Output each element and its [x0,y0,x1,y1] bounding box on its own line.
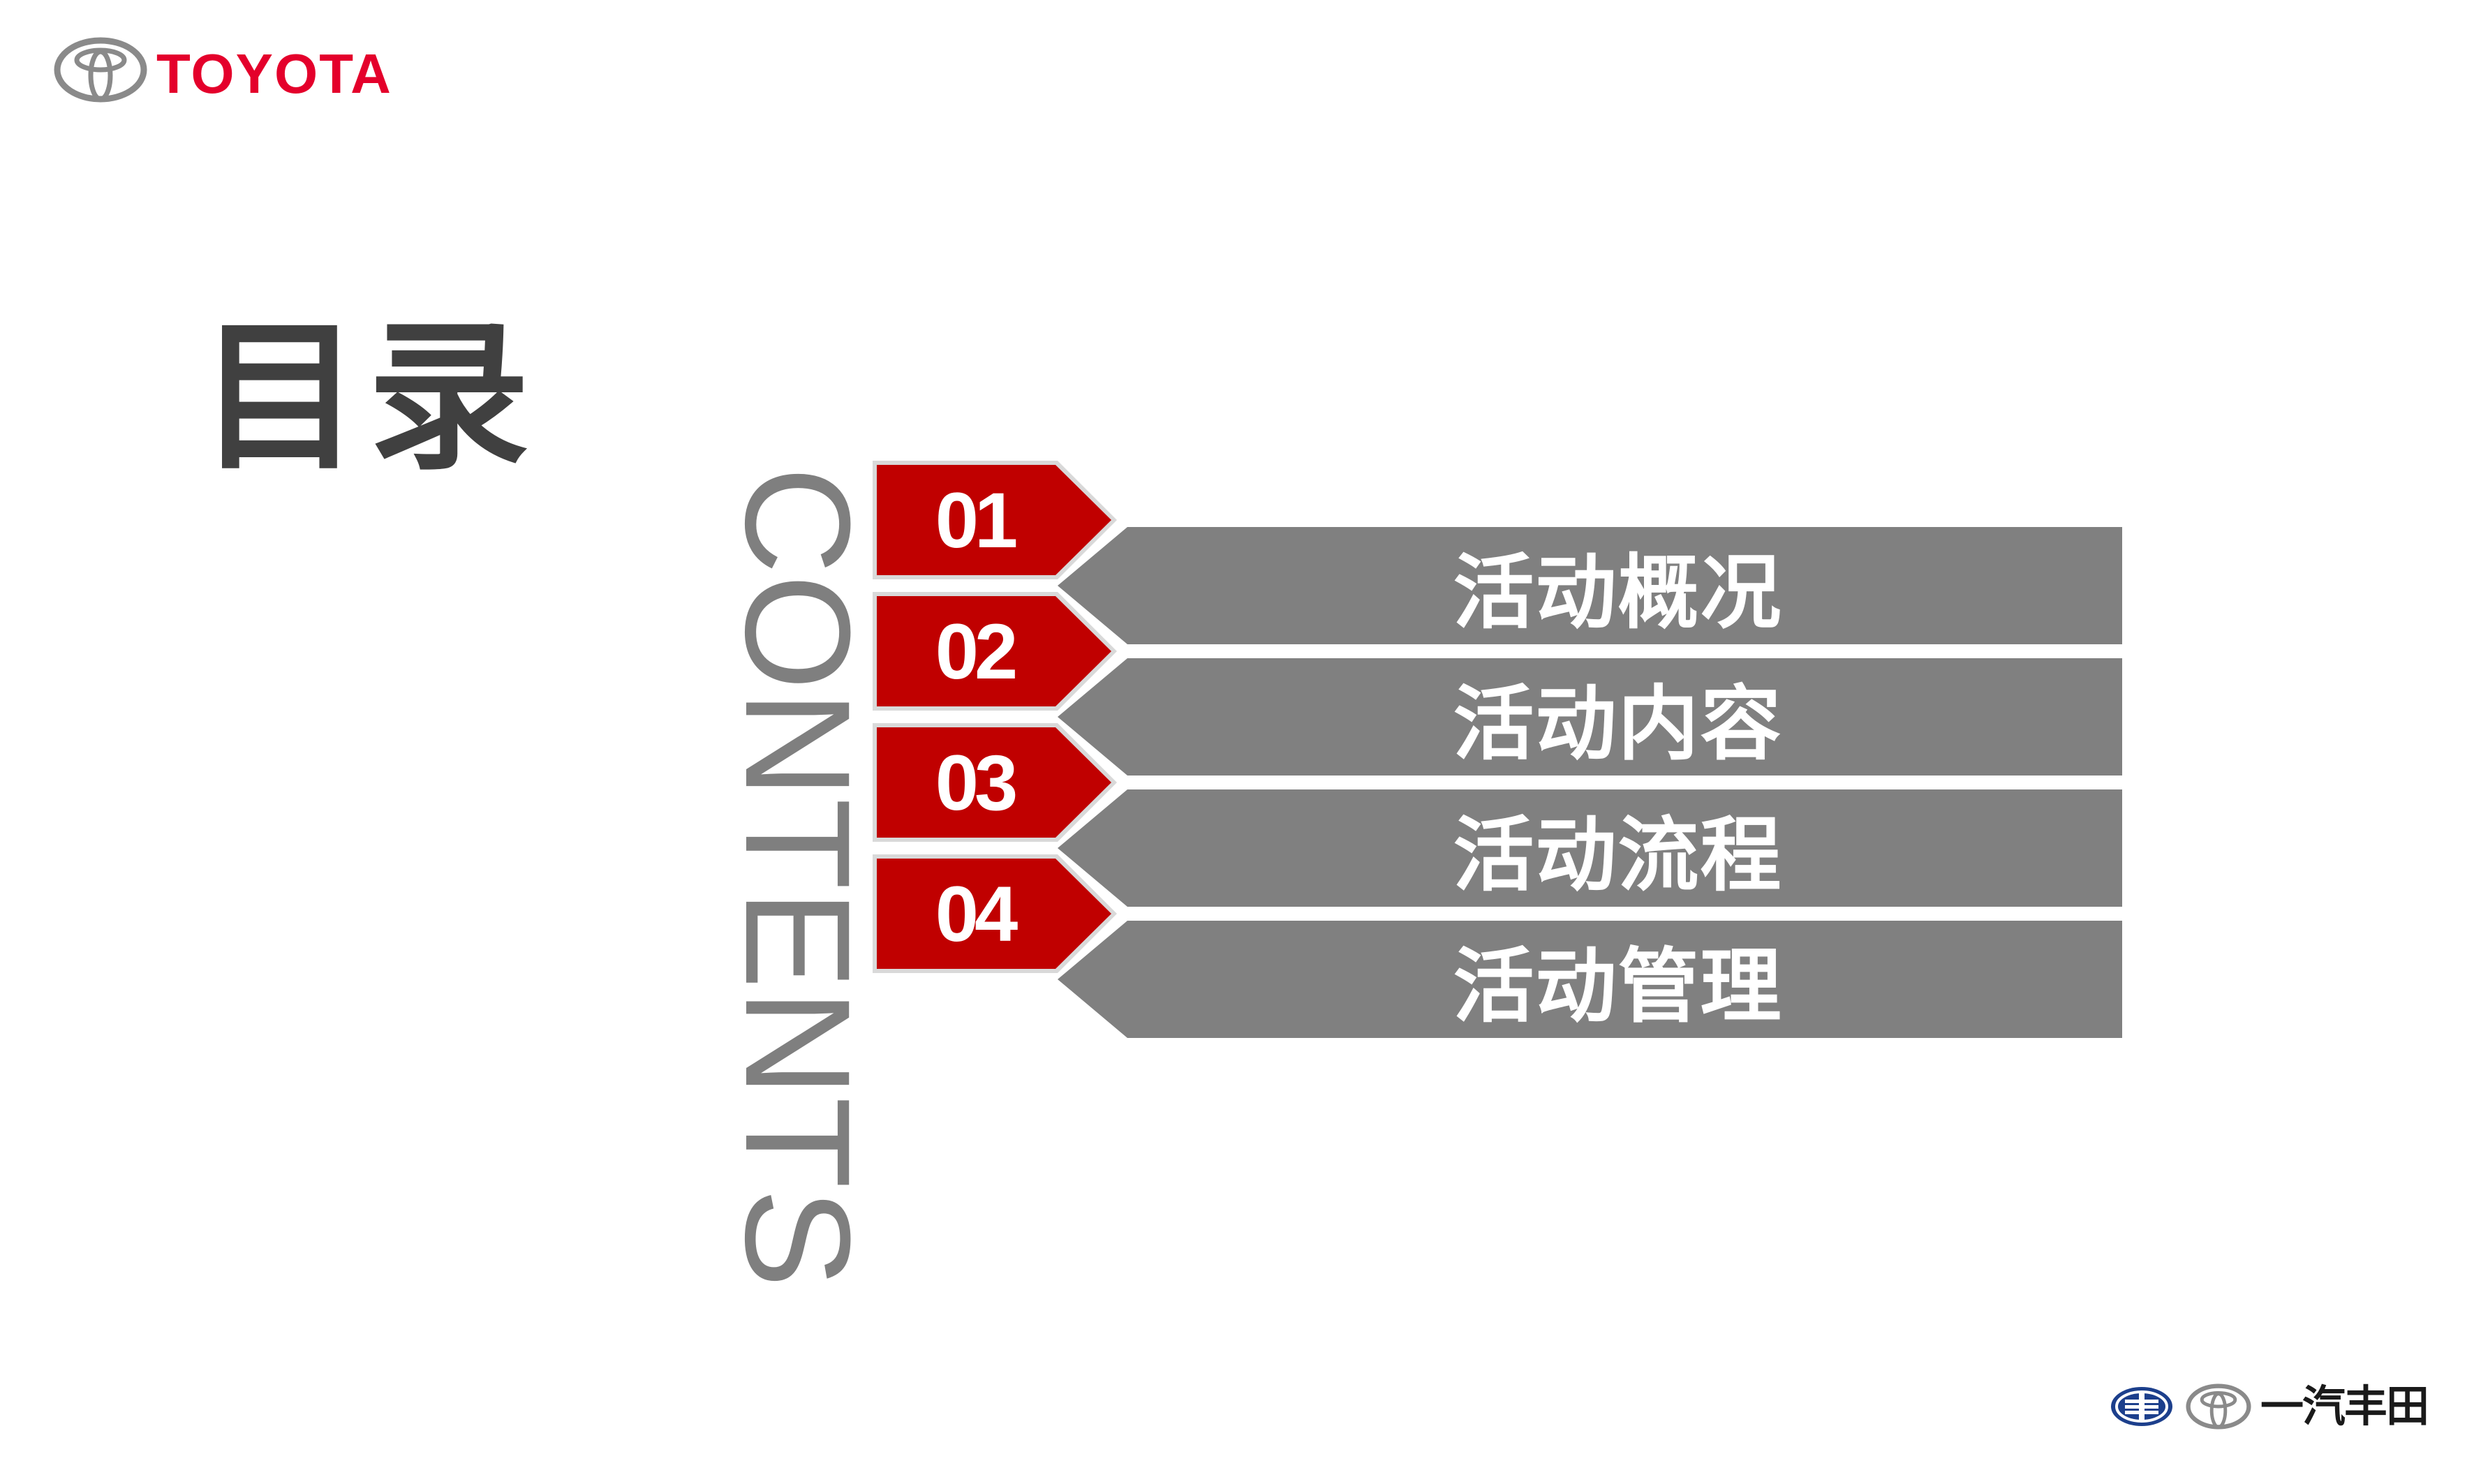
menu-item-1[interactable]: 活动概况 01 [873,461,2122,644]
menu-item-label: 活动概况 [1453,546,1783,640]
number-badge-outline: 03 [873,723,1117,842]
menu-item-3[interactable]: 活动流程 03 [873,723,2122,907]
menu-item-number: 04 [935,870,1019,958]
menu-item-2[interactable]: 活动内容 02 [873,592,2122,776]
menu-item-label: 活动流程 [1453,808,1783,903]
brand-name: TOYOTA [156,43,392,105]
number-badge: 03 [877,727,1111,838]
menu-item-number: 03 [935,739,1019,826]
menu-item-label: 活动管理 [1453,940,1783,1034]
toyota-emblem-icon [2186,1383,2251,1430]
number-badge-outline: 02 [873,592,1117,711]
menu-bar[interactable]: 活动流程 [1058,789,2122,907]
brand-name-cn: 一汽丰田 [2260,1381,2429,1432]
toyota-logo: TOYOTA [52,35,415,112]
number-badge: 04 [877,859,1111,969]
number-badge-outline: 04 [873,854,1117,973]
menu-bar[interactable]: 活动概况 [1058,527,2122,644]
menu-bar[interactable]: 活动内容 [1058,658,2122,776]
contents-vertical-text: CONTENTS [714,466,881,1288]
number-badge: 02 [877,596,1111,706]
menu-item-number: 02 [935,607,1019,695]
number-badge: 01 [877,465,1111,575]
number-badge-outline: 01 [873,461,1117,579]
faw-toyota-logo: 一汽丰田 [2108,1375,2443,1438]
toyota-emblem-icon [54,37,147,103]
menu-item-number: 01 [935,476,1019,564]
page-title: 目录 [199,304,538,492]
faw-emblem-icon [2111,1387,2172,1426]
menu-item-4[interactable]: 活动管理 04 [873,854,2122,1038]
menu-item-label: 活动内容 [1453,677,1783,771]
menu-bar[interactable]: 活动管理 [1058,921,2122,1038]
contents-menu: 活动概况 01 活动内容 02 活动流程 03 活动管理 [873,461,2122,1047]
